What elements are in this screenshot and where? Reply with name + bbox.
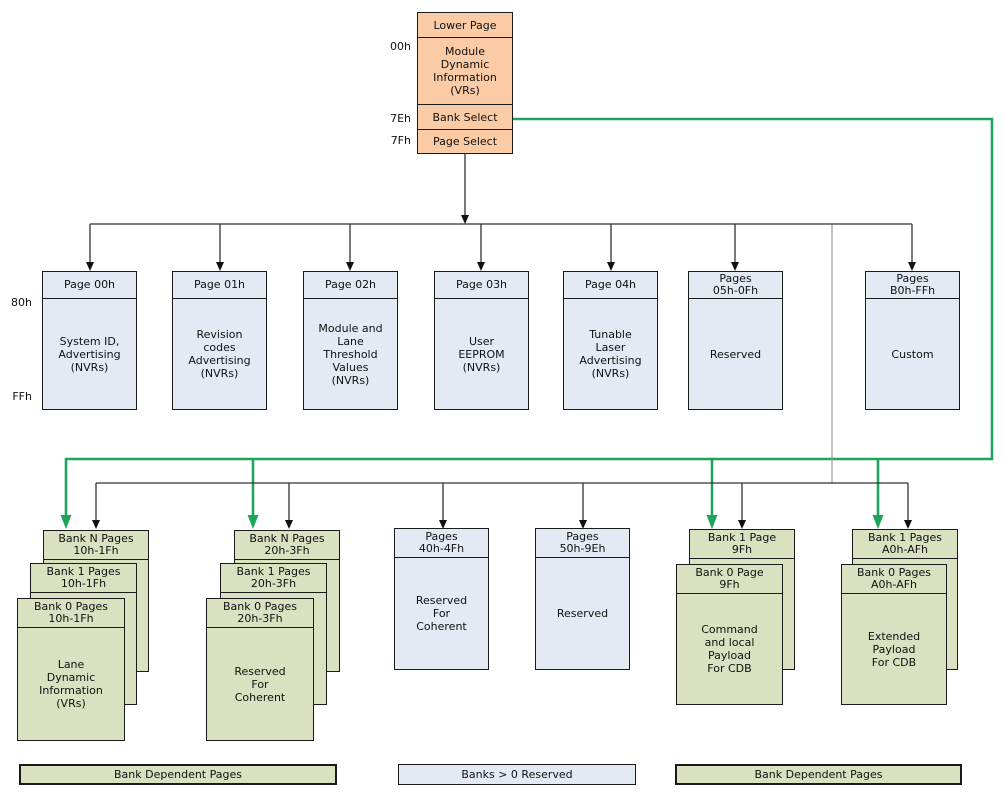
page-box-04h: Page 04h Tunable Laser Advertising (NVRs… [563,271,658,410]
stack-body: Lane Dynamic Information (VRs) [39,658,103,710]
page-box-B0h-FFh: Pages B0h-FFh Custom [865,271,960,410]
page-box-01h: Page 01h Revision codes Advertising (NVR… [172,271,267,410]
bank-0-pages-10h-box: Bank 0 Pages 10h-1Fh Lane Dynamic Inform… [17,598,125,741]
page-box-header: Page 00h [43,272,136,299]
legend-banks-gt0-reserved: Banks > 0 Reserved [398,764,636,785]
stack-layer-header: Bank 0 Page 9Fh [677,565,782,594]
stack-body: Extended Payload For CDB [867,629,921,669]
bank-0-page-9Fh-box: Bank 0 Page 9Fh Command and local Payloa… [676,564,783,705]
stack-layer-header: Bank 1 Pages 10h-1Fh [31,564,136,593]
page-box-body: Custom [891,347,934,361]
stack-layer-header: Bank 0 Pages A0h-AFh [842,565,946,594]
page-box-header: Page 02h [304,272,397,299]
page-box-body: Module and Lane Threshold Values (NVRs) [318,321,383,387]
bank-0-pages-A0h-box: Bank 0 Pages A0h-AFh Extended Payload Fo… [841,564,947,705]
addr-label-80h: 80h [11,296,32,309]
page-box-body: System ID, Advertising (NVRs) [58,334,121,374]
page-box-header: Pages 40h-4Fh [395,529,488,558]
page-box-header: Pages B0h-FFh [866,272,959,299]
lower-page-box: Lower Page Module Dynamic Information (V… [417,12,513,154]
page-box-header: Page 03h [435,272,528,299]
pages-50h-9Eh-box: Pages 50h-9Eh Reserved [535,528,630,670]
stack-layer-header: Bank 0 Pages 10h-1Fh [18,599,124,628]
page-box-03h: Page 03h User EEPROM (NVRs) [434,271,529,410]
addr-label-7Fh: 7Fh [390,134,411,147]
pages-40h-4Fh-box: Pages 40h-4Fh Reserved For Coherent [394,528,489,670]
page-box-body: Tunable Laser Advertising (NVRs) [579,328,642,380]
lower-page-title: Lower Page [433,18,497,32]
black-lower-tree [95,482,909,520]
stack-layer-header: Bank 1 Pages 20h-3Fh [221,564,326,593]
addr-label-00h: 00h [390,40,411,53]
page-select-cell: Page Select [418,129,512,153]
page-box-body: Reserved [709,347,762,361]
stack-layer-header: Bank 1 Pages A0h-AFh [853,530,957,559]
addr-label-FFh: FFh [12,390,32,403]
page-box-body: Reserved For Coherent [415,594,468,633]
page-box-header: Pages 05h-0Fh [689,272,782,299]
page-box-header: Page 04h [564,272,657,299]
bank-select-cell: Bank Select [418,104,512,129]
legend-bank-dependent-pages-left: Bank Dependent Pages [19,764,337,785]
module-dynamic-information-cell: Module Dynamic Information (VRs) [418,37,512,104]
stack-layer-header: Bank N Pages 10h-1Fh [44,531,148,560]
page-box-05h-0Fh: Pages 05h-0Fh Reserved [688,271,783,410]
stack-layer-header: Bank 0 Pages 20h-3Fh [207,599,313,628]
page-box-body: Revision codes Advertising (NVRs) [188,328,251,380]
stack-body: Reserved For Coherent [234,664,286,704]
addr-label-7Eh: 7Eh [390,112,411,125]
green-arrowheads [60,515,884,529]
page-box-header: Page 01h [173,272,266,299]
page-box-00h: Page 00h System ID, Advertising (NVRs) [42,271,137,410]
black-upper-tree [89,154,913,262]
stack-layer-header: Bank N Pages 20h-3Fh [235,531,339,560]
legend-bank-dependent-pages-right: Bank Dependent Pages [675,764,962,785]
page-box-02h: Page 02h Module and Lane Threshold Value… [303,271,398,410]
bank-0-pages-20h-box: Bank 0 Pages 20h-3Fh Reserved For Cohere… [206,598,314,741]
page-box-header: Pages 50h-9Eh [536,529,629,558]
stack-layer-header: Bank 1 Page 9Fh [690,530,794,559]
stack-body: Command and local Payload For CDB [701,623,758,675]
page-box-body: Reserved [556,607,609,620]
page-box-body: User EEPROM (NVRs) [458,334,505,374]
